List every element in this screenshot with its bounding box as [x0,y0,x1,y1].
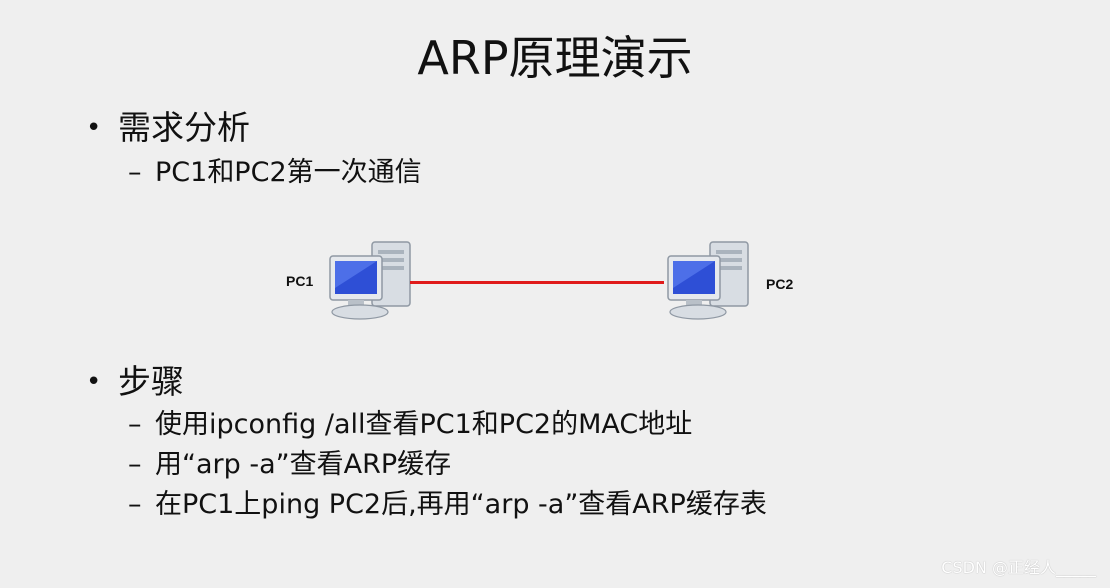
sub-item-text: PC1和PC2第一次通信 [155,157,422,188]
sub-dash: – [128,157,142,188]
desktop-computer-icon [667,241,749,320]
watermark: CSDN @正经人_____ [941,558,1096,577]
sub-item-text: 用“arp -a”查看ARP缓存 [155,449,452,480]
bullet-heading: 步骤 [118,362,184,401]
desktop-computer-icon [329,241,411,320]
sub-item-step-2: –用“arp -a”查看ARP缓存 [128,448,451,482]
sub-item-step-3: –在PC1上ping PC2后,再用“arp -a”查看ARP缓存表 [128,488,767,522]
pc2-label: PC2 [766,276,794,292]
sub-item-step-1: –使用ipconfig /all查看PC1和PC2的MAC地址 [128,408,692,442]
sub-item-text: 使用ipconfig /all查看PC1和PC2的MAC地址 [155,409,693,440]
bullet-steps: • 步骤 [86,362,184,402]
bullet-heading: 需求分析 [118,108,250,147]
sub-item-requirement-1: –PC1和PC2第一次通信 [128,156,422,190]
bullet-dot: • [86,367,102,397]
sub-dash: – [128,409,142,440]
sub-dash: – [128,489,142,520]
network-link [410,281,664,284]
bullet-requirements: • 需求分析 [86,108,250,148]
sub-dash: – [128,449,142,480]
slide-title: ARP原理演示 [417,31,693,85]
pc1-label: PC1 [286,273,314,289]
sub-item-text: 在PC1上ping PC2后,再用“arp -a”查看ARP缓存表 [155,489,767,520]
bullet-dot: • [86,113,102,143]
